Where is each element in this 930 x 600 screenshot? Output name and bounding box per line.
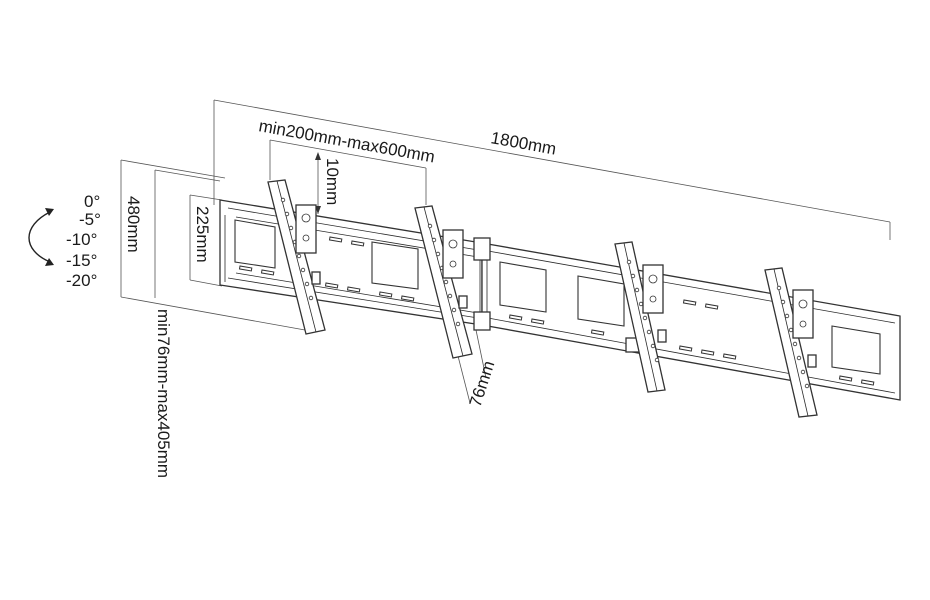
overall-height-label: 480mm: [124, 196, 143, 253]
vertical-range-label: min76mm-max405mm: [154, 309, 173, 478]
curved-double-arrow-icon: [28, 211, 51, 263]
tilt-angle-indicator: 0° -5° -10° -15° -20°: [28, 192, 101, 290]
tilt-angle-20: -20°: [66, 271, 97, 290]
tilt-angle-15: -15°: [66, 251, 97, 270]
overall-height-dimension: 480mm: [120, 159, 306, 331]
wall-plate-slots: [238, 236, 875, 386]
tilt-arm-4: [764, 267, 818, 418]
lateral-shift-dimension: 10mm: [315, 152, 342, 214]
wall-distance-label: 76mm: [466, 358, 499, 409]
tilt-angle-5: -5°: [79, 210, 101, 229]
tilt-arm-2: [414, 205, 473, 359]
total-width-label: 1800mm: [489, 128, 557, 158]
tilt-angle-0: 0°: [84, 192, 100, 211]
tilt-arm-1: [267, 179, 326, 335]
rail-height-label: 225mm: [193, 206, 212, 263]
vertical-range-dimension: min76mm-max405mm: [154, 169, 221, 478]
tilt-arm-3: [614, 241, 667, 393]
tilt-angle-10: -10°: [66, 230, 97, 249]
rail-height-dimension: 225mm: [189, 194, 223, 287]
lateral-shift-label: 10mm: [323, 158, 342, 205]
